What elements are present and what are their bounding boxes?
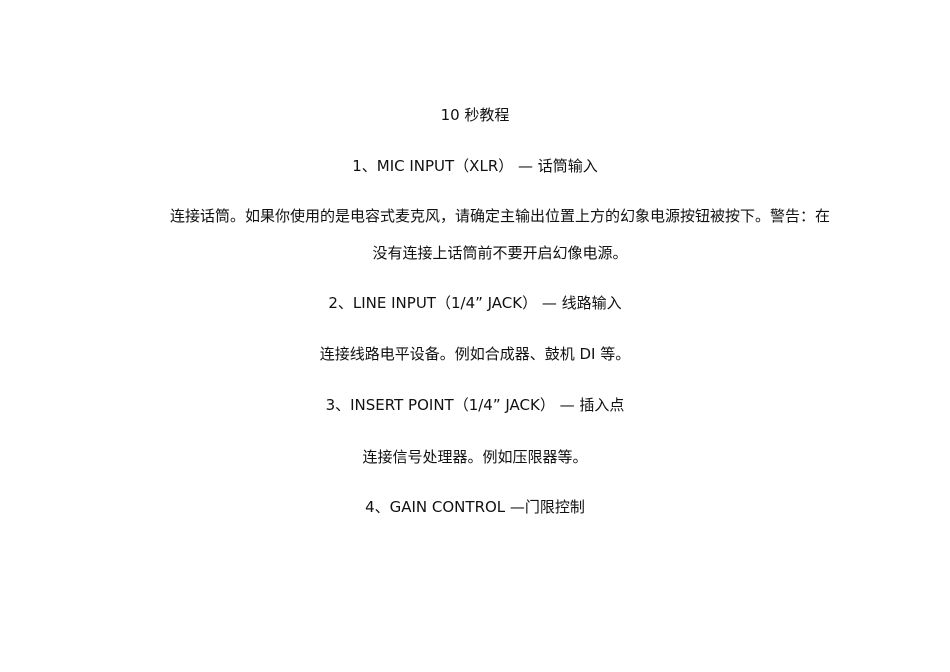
section-3-heading: 3、INSERT POINT（1/4” JACK） — 插入点 xyxy=(325,396,625,414)
section-2-heading: 2、LINE INPUT（1/4” JACK） — 线路输入 xyxy=(328,294,622,312)
page-title: 10 秒教程 xyxy=(440,106,510,124)
section-3-body: 连接信号处理器。例如压限器等。 xyxy=(362,448,588,466)
section-1-body-line-1: 连接话筒。如果你使用的是电容式麦克风，请确定主输出位置上方的幻象电源按钮被按下。… xyxy=(169,207,830,225)
section-1-heading: 1、MIC INPUT（XLR） — 话筒输入 xyxy=(352,157,598,175)
section-2-body: 连接线路电平设备。例如合成器、鼓机 DI 等。 xyxy=(319,345,631,363)
section-1-body-line-2: 没有连接上话筒前不要开启幻像电源。 xyxy=(372,244,628,262)
section-1-body: 连接话筒。如果你使用的是电容式麦克风，请确定主输出位置上方的幻象电源按钮被按下。… xyxy=(120,206,880,263)
section-4-heading: 4、GAIN CONTROL —门限控制 xyxy=(365,498,585,516)
